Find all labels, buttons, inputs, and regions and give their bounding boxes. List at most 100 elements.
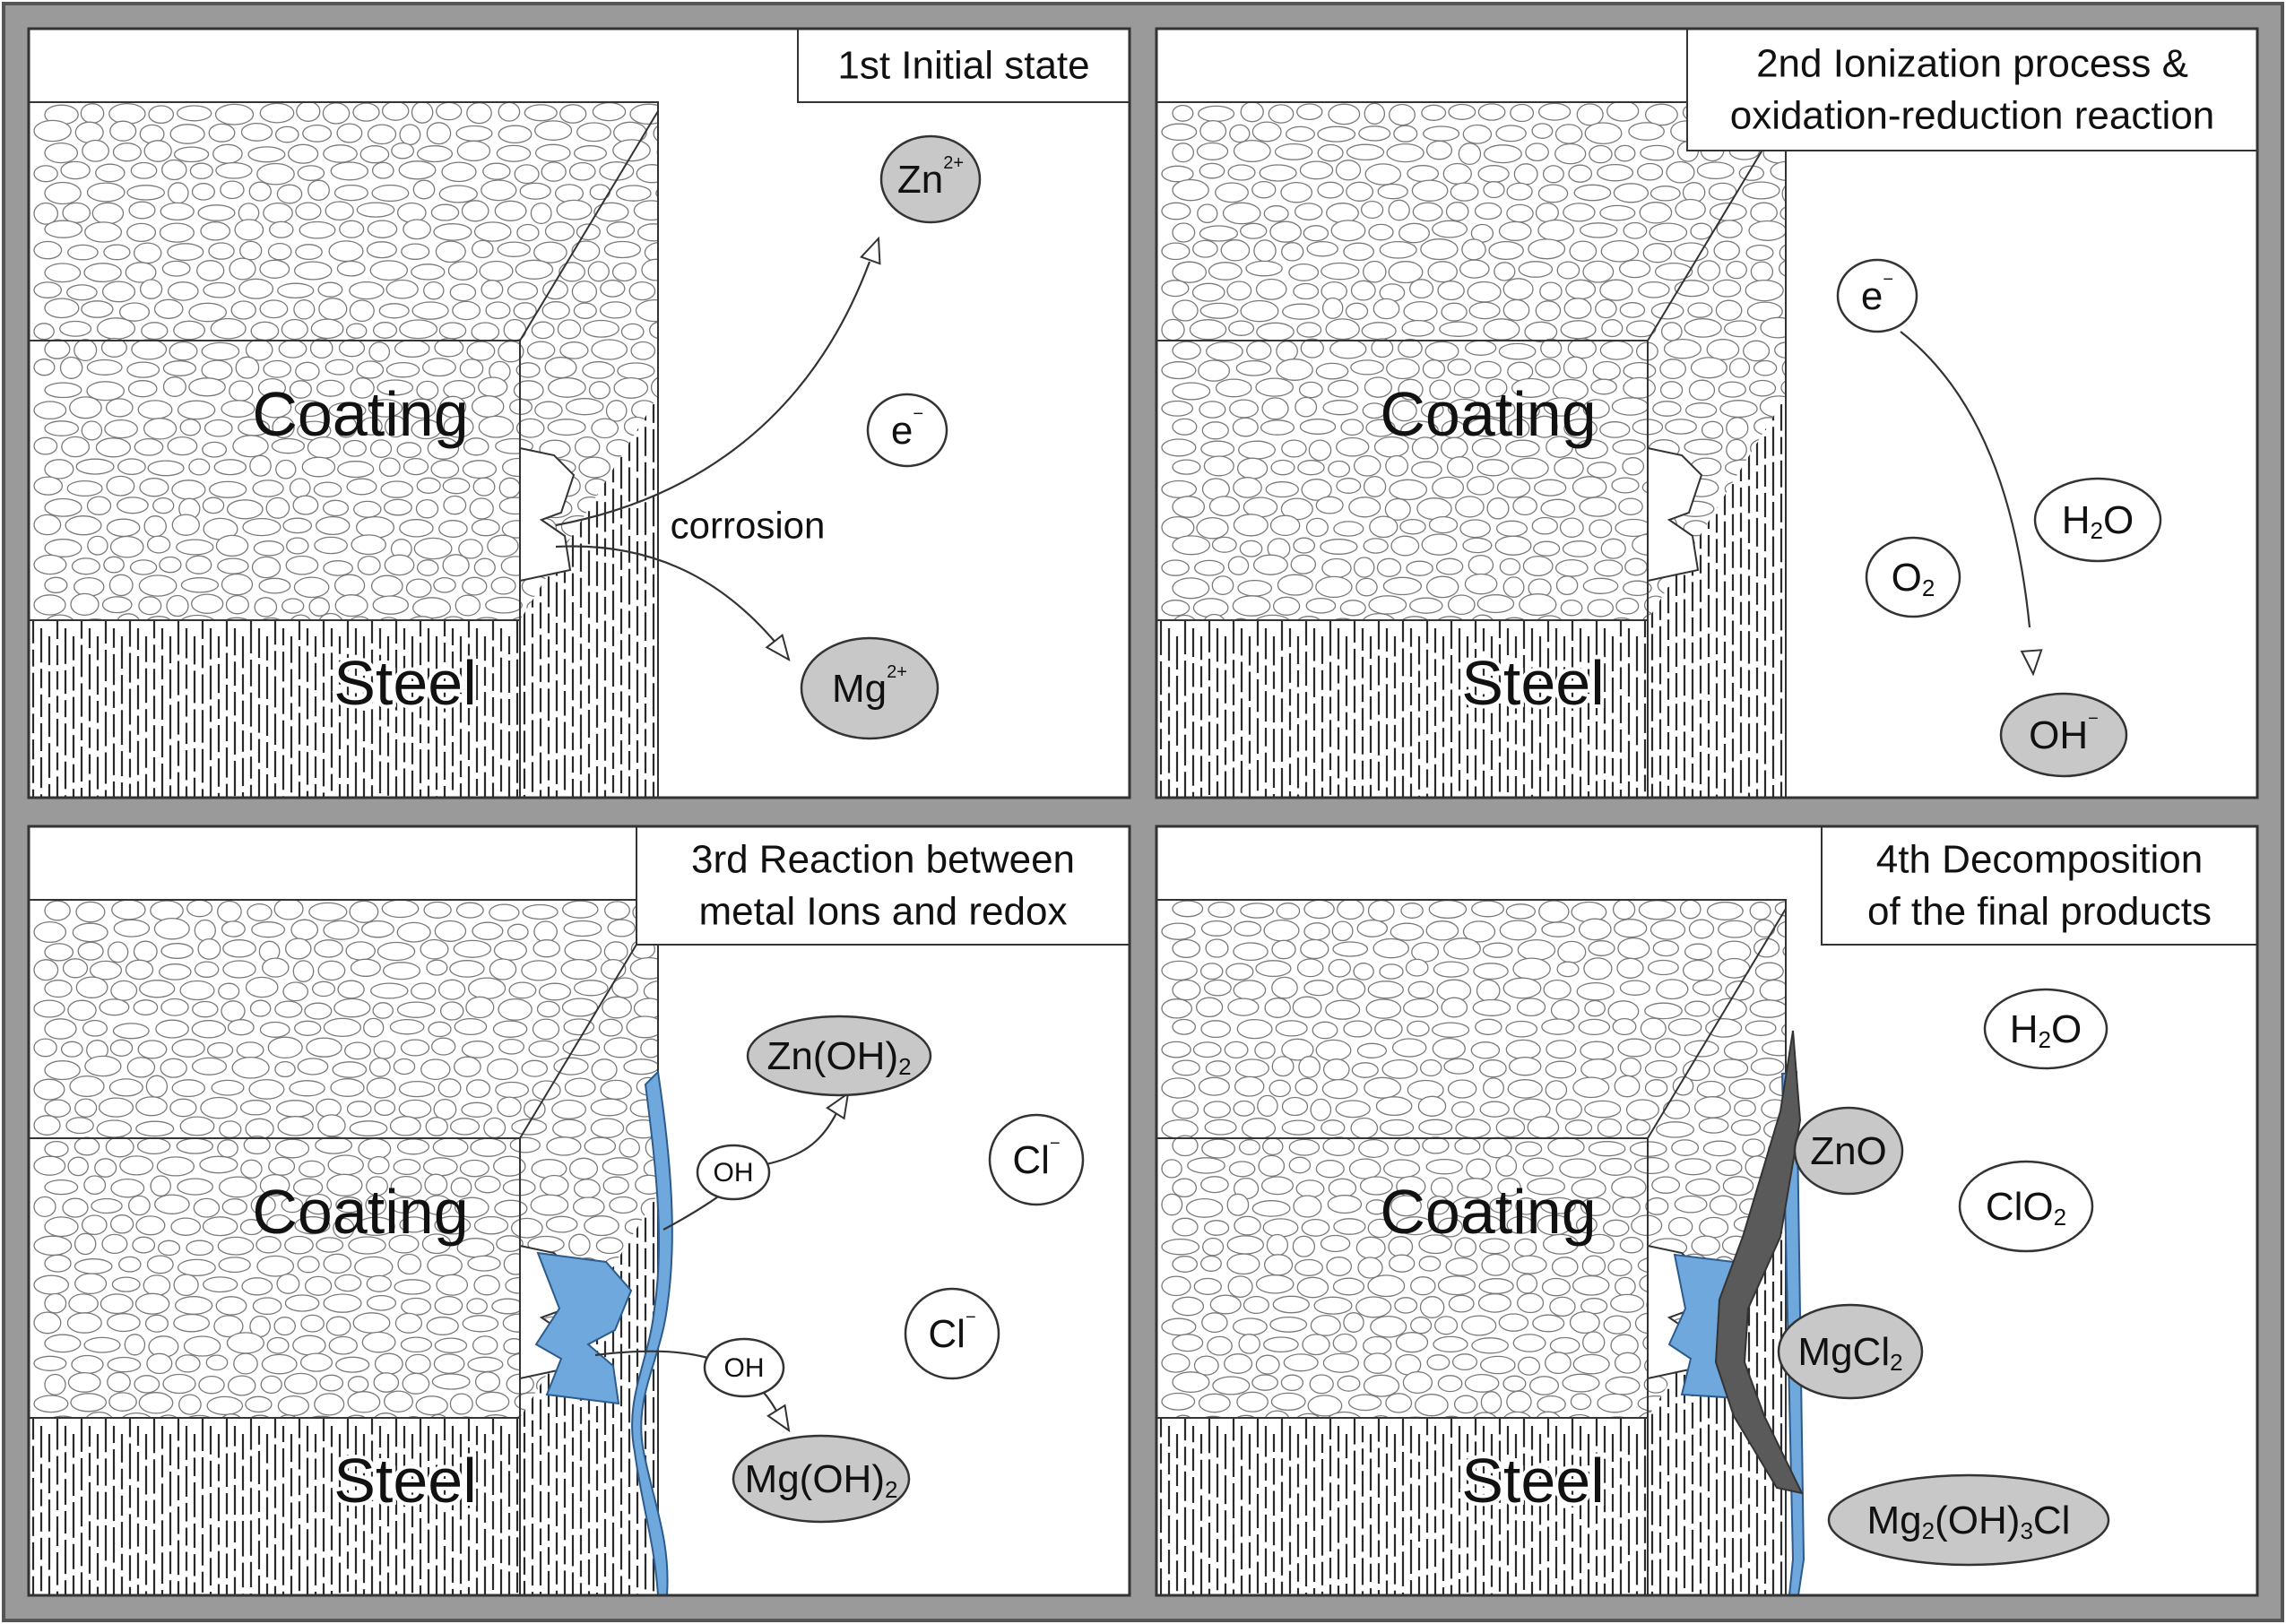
ion-electron: e− <box>866 393 948 468</box>
ion-clo2: ClO2 <box>1958 1160 2094 1253</box>
block-depth-edge <box>519 908 659 1139</box>
ion-oh-minus-shape <box>1999 692 2128 778</box>
panel-title-line: 3rd Reaction between <box>691 838 1075 882</box>
ion-electron: e− <box>1836 258 1918 333</box>
coating-block <box>29 900 658 1418</box>
panel-title-line: 1st Initial state <box>837 44 1089 88</box>
ion-mg-oh2: Mg(OH)2 <box>732 1434 911 1524</box>
ion-zno: ZnO <box>1793 1106 1904 1196</box>
panel-title-line: 2nd Ionization process & <box>1756 42 2188 86</box>
ion-zn-oh2-label: Zn(OH)2 <box>766 1034 911 1081</box>
panel-title-box: 1st Initial state <box>797 28 1130 103</box>
ion-h2o-label: H2O <box>2062 498 2134 545</box>
block-depth-edge <box>519 110 659 341</box>
steel-label: Steel <box>333 1446 477 1516</box>
ion-zn-oh2: Zn(OH)2 <box>746 1015 932 1097</box>
ion-electron-shape <box>866 393 948 468</box>
panel-4 <box>1156 826 2257 1595</box>
ion-oh: OH <box>703 1337 785 1398</box>
coating-block <box>1156 900 1786 1418</box>
ion-mg2-oh3-cl-shape <box>1827 1473 2110 1567</box>
ion-mg2plus-shape <box>800 636 940 740</box>
ion-h2o: H2O <box>2033 477 2162 563</box>
ion-oh-minus: OH− <box>1999 692 2128 778</box>
ion-oh-shape <box>703 1337 785 1398</box>
ion-oh-minus-label: OH− <box>2029 709 2099 757</box>
ion-mg2-oh3-cl-label: Mg2(OH)3Cl <box>1867 1499 2071 1545</box>
panel-title-box: 4th Decomposition of the final products <box>1821 825 2258 946</box>
ion-cl-minus: Cl− <box>988 1113 1085 1206</box>
ion-cl-minus-label: Cl− <box>928 1308 975 1356</box>
panel-border-2 <box>1155 27 2259 799</box>
arrow-head <box>2020 649 2043 677</box>
ion-oh-shape <box>696 1144 771 1201</box>
ion-mgcl2: MgCl2 <box>1777 1303 1924 1400</box>
ion-mg-oh2-label: Mg(OH)2 <box>745 1457 898 1504</box>
block-outline <box>29 101 659 798</box>
corrosion-pit <box>519 446 576 583</box>
panel-title-line: oxidation-reduction reaction <box>1730 94 2215 138</box>
coating-label: Coating <box>1380 379 1596 449</box>
ion-mgcl2-shape <box>1777 1303 1924 1400</box>
ion-h2o: H2O <box>1983 988 2108 1070</box>
corrosion-product-deposit <box>1714 1030 1804 1495</box>
arrow-head <box>765 634 791 662</box>
ion-zno-label: ZnO <box>1810 1129 1887 1173</box>
corrosion-label: corrosion <box>671 505 826 547</box>
ion-h2o-label: H2O <box>2010 1007 2082 1054</box>
panel-title-line: 4th Decomposition <box>1876 838 2203 882</box>
ion-oh: OH <box>696 1144 771 1201</box>
ion-h2o-shape <box>1983 988 2108 1070</box>
panel-title-line: metal Ions and redox <box>699 890 1068 934</box>
panel-title-box: 3rd Reaction between metal Ions and redox <box>636 825 1130 946</box>
panel-border-4 <box>1155 825 2259 1597</box>
coating-label: Coating <box>252 379 468 449</box>
ion-cl-minus-shape <box>988 1113 1085 1206</box>
ion-electron-label: e− <box>1861 270 1893 318</box>
ion-mgcl2-label: MgCl2 <box>1797 1330 1902 1377</box>
ion-cl-minus-shape <box>904 1287 1000 1380</box>
corrosion-pit <box>1647 446 1703 583</box>
ion-mg2plus-label: Mg2+ <box>832 662 907 711</box>
panel-border-3 <box>27 825 1131 1597</box>
arrow-head <box>860 236 881 265</box>
ion-mg2plus: Mg2+ <box>800 636 940 740</box>
arrow-head <box>826 1091 850 1120</box>
ion-zn2plus-label: Zn2+ <box>897 153 964 202</box>
panel-border-1 <box>27 27 1131 799</box>
panel-title-line: of the final products <box>1867 890 2212 934</box>
ion-cl-minus: Cl− <box>904 1287 1000 1380</box>
corrosion-arrow-up <box>555 261 871 527</box>
ion-clo2-shape <box>1958 1160 2094 1253</box>
ion-clo2-label: ClO2 <box>1986 1185 2066 1231</box>
panel-2 <box>1156 29 2257 798</box>
steel-label: Steel <box>333 648 477 718</box>
ion-mg-oh2-shape <box>732 1434 911 1524</box>
coating-label: Coating <box>252 1177 468 1247</box>
ion-electron-shape <box>1836 258 1918 333</box>
corrosion-pit-fill <box>534 1251 633 1405</box>
corrosion-arrow-down <box>555 545 777 644</box>
ion-oh-label: OH <box>714 1158 754 1188</box>
ion-h2o-shape <box>2033 477 2162 563</box>
ion-o2-shape <box>1865 536 1961 618</box>
panel-title-box: 2nd Ionization process & oxidation-reduct… <box>1686 28 2258 151</box>
arrow-head <box>766 1404 791 1433</box>
ion-mg2-oh3-cl: Mg2(OH)3Cl <box>1827 1473 2110 1567</box>
ion-zn-oh2-shape <box>746 1015 932 1097</box>
ion-oh-label: OH <box>724 1353 765 1383</box>
ion-zn2plus-shape <box>879 134 982 224</box>
ion-o2: O2 <box>1865 536 1961 618</box>
ion-cl-minus-label: Cl− <box>1012 1134 1060 1182</box>
electron-arrow <box>1900 331 2031 628</box>
ion-zno-shape <box>1793 1106 1904 1196</box>
steel-label: Steel <box>1461 648 1605 718</box>
ion-electron-label: e− <box>891 404 923 453</box>
coating-label: Coating <box>1380 1177 1596 1247</box>
panel-1 <box>29 29 1130 798</box>
steel-label: Steel <box>1461 1446 1605 1516</box>
block-depth-edge <box>1647 908 1787 1139</box>
ion-zn2plus: Zn2+ <box>879 134 982 224</box>
ion-o2-label: O2 <box>1892 556 1935 602</box>
